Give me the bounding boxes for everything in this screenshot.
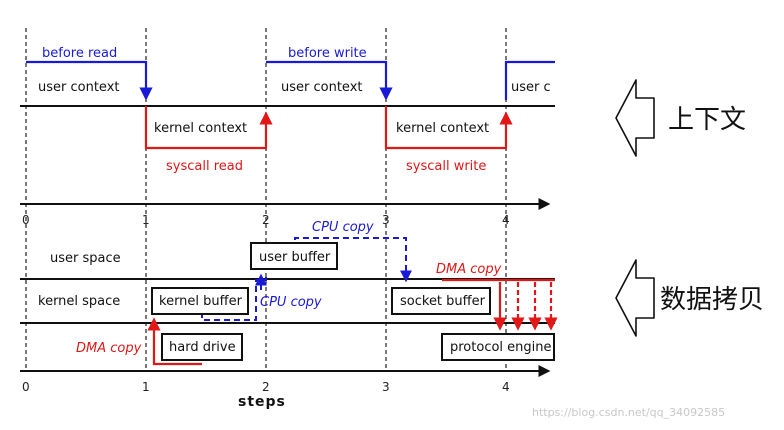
user-buffer-label: user buffer — [259, 250, 331, 265]
kernel-buffer-label: kernel buffer — [159, 294, 243, 309]
context-section: before read user context kernel context … — [20, 46, 555, 174]
tick-bottom-2: 2 — [262, 380, 270, 394]
left-arrow-icon — [615, 259, 655, 337]
steps-axis-label: steps — [238, 394, 286, 410]
tick-top-0: 0 — [22, 213, 30, 227]
hard-drive-box: hard drive — [161, 333, 243, 361]
user-space-label: user space — [50, 251, 121, 266]
dma-copy-arrows-2 — [493, 282, 558, 331]
hard-drive-label: hard drive — [169, 340, 236, 355]
syscall-write-label: syscall write — [406, 159, 486, 174]
tick-top-2: 2 — [262, 213, 270, 227]
copy-side-label: 数据拷贝 — [615, 259, 764, 337]
tick-top-1: 1 — [142, 213, 150, 227]
cpu-copy-label-1: CPU copy — [260, 295, 322, 310]
tick-bottom-0: 0 — [22, 380, 30, 394]
protocol-engine-label: protocol engine — [450, 340, 552, 355]
dma-copy-label-2: DMA copy — [436, 262, 502, 277]
before-write-label: before write — [288, 46, 367, 61]
kernel-context-line-1 — [144, 106, 273, 150]
tick-top-3: 3 — [382, 213, 390, 227]
axis-bottom: 0 1 2 3 4 steps — [20, 365, 551, 410]
before-read-label: before read — [42, 46, 117, 61]
user-context-line-2 — [266, 60, 393, 101]
dma-copy-label-1: DMA copy — [76, 341, 142, 356]
left-arrow-icon — [615, 79, 655, 157]
context-side-text: 上下文 — [668, 105, 746, 135]
user-buffer-box: user buffer — [250, 242, 338, 270]
kernel-buffer-box: kernel buffer — [151, 287, 249, 315]
tick-top-4: 4 — [502, 213, 510, 227]
kernel-context-label-2: kernel context — [396, 121, 489, 136]
tick-bottom-1: 1 — [142, 380, 150, 394]
cpu-copy-label-2: CPU copy — [312, 220, 374, 235]
user-context-label-1: user context — [38, 80, 120, 95]
tick-bottom-3: 3 — [382, 380, 390, 394]
dma-copy-path-1 — [147, 317, 202, 366]
copy-side-text: 数据拷贝 — [660, 285, 764, 315]
socket-buffer-label: socket buffer — [400, 294, 486, 309]
socket-buffer-box: socket buffer — [391, 287, 491, 315]
watermark: https://blog.csdn.net/qq_34092585 — [532, 406, 725, 419]
user-context-label-2: user context — [281, 80, 363, 95]
syscall-read-label: syscall read — [166, 159, 243, 174]
user-context-label-3: user c — [511, 80, 551, 95]
context-side-label: 上下文 — [615, 79, 746, 157]
kernel-space-label: kernel space — [38, 294, 120, 309]
axis-top: 0 1 2 3 4 — [20, 198, 551, 227]
kernel-context-line-2 — [384, 106, 513, 150]
kernel-context-label-1: kernel context — [154, 121, 247, 136]
user-context-line-1 — [26, 60, 153, 101]
copy-section: user space kernel space CPU copy CPU cop… — [20, 220, 558, 366]
tick-bottom-4: 4 — [502, 380, 510, 394]
protocol-engine-box: protocol engine — [441, 333, 555, 361]
user-context-line-3 — [504, 60, 555, 100]
